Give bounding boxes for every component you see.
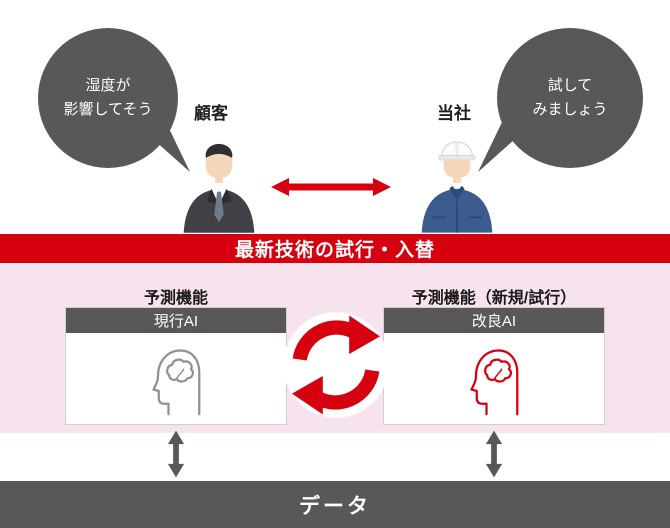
brain-head-icon [152,348,201,415]
vertical-arrow-icon [167,430,185,478]
improved-ai-box: 改良AI [383,307,605,425]
vertical-arrow-icon [485,430,503,478]
current-ai-caption: 予測機能 [143,290,208,307]
customer-speech-text: 湿度が 影響してそう [63,77,153,118]
improved-ai-caption: 予測機能（新規/試行） [411,290,577,307]
data-bar: データ [0,481,670,528]
improved-ai-body [384,333,604,424]
current-ai-box: 現行AI [65,307,287,425]
cycle-arrows-icon [283,312,389,418]
brain-head-icon [470,348,519,415]
exchange-arrow-icon [271,178,391,196]
improved-ai-header: 改良AI [384,308,604,333]
banner-title: 最新技術の試行・入替 [234,240,435,261]
current-ai-body [66,333,286,424]
company-speech-bubble: 試して みましょう [497,28,643,168]
worker-avatar-icon [421,141,493,233]
company-label: 当社 [437,104,471,123]
banner: 最新技術の試行・入替 [0,234,670,263]
customer-label: 顧客 [194,104,228,123]
data-bar-label: データ [299,494,371,518]
current-ai-header: 現行AI [66,308,286,333]
customer-avatar-icon [183,143,255,233]
company-speech-text: 試して みましょう [532,77,608,118]
customer-speech-bubble: 湿度が 影響してそう [38,28,178,168]
